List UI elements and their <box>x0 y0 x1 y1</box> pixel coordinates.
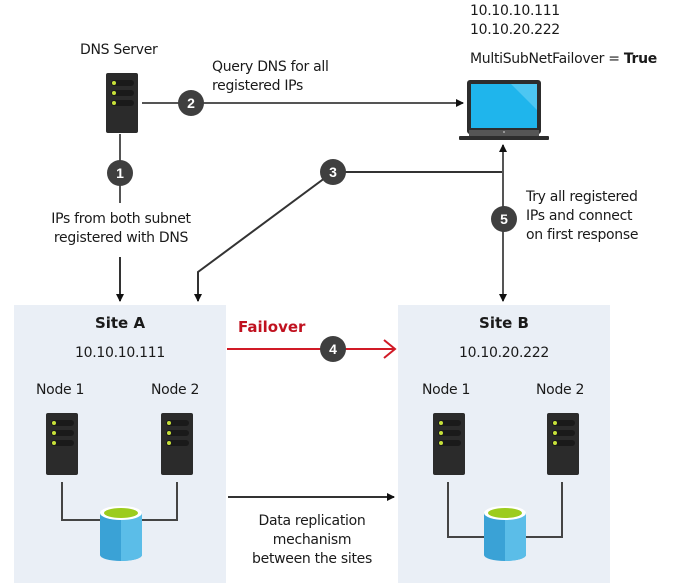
site-a-title: Site A <box>94 314 146 332</box>
step-1-text: IPs from both subnet registered with DNS <box>40 210 202 248</box>
site-a-node-2-db-link <box>142 482 178 521</box>
site-a-ip: 10.10.10.111 <box>75 345 165 361</box>
site-a-node-1-db-link <box>61 482 100 521</box>
dns-server-label: DNS Server <box>80 42 158 58</box>
svg-text:5: 5 <box>500 211 508 227</box>
site-b-database-icon <box>484 506 526 561</box>
client-ip-2: 10.10.20.222 <box>470 22 560 38</box>
step-1-text-line-1: IPs from both subnet <box>51 211 191 227</box>
laptop-icon <box>459 80 549 140</box>
client-ip-list: 10.10.10.111 10.10.20.222 <box>470 2 560 40</box>
step-5-text-line-3: on first response <box>526 227 639 243</box>
step-1-text-line-2: registered with DNS <box>53 230 189 246</box>
site-b-node-1-label: Node 1 <box>422 382 471 398</box>
site-a-database-icon <box>100 506 142 561</box>
step-2-text: Query DNS for all registered IPs <box>212 58 329 96</box>
multisubnet-setting: MultiSubNetFailover = True <box>470 50 657 69</box>
site-a-node-1-label: Node 1 <box>36 382 85 398</box>
svg-text:1: 1 <box>116 165 124 181</box>
site-a-node-2-label: Node 2 <box>151 382 200 398</box>
svg-text:3: 3 <box>329 164 337 180</box>
step-5-text-line-1: Try all registered <box>526 189 638 205</box>
site-a-node-1-server-icon <box>46 413 78 475</box>
failover-arrowhead <box>383 339 397 359</box>
site-a-node-2-server-icon <box>161 413 193 475</box>
client-ip-1: 10.10.10.111 <box>470 3 560 19</box>
site-b-node-1-server-icon <box>433 413 465 475</box>
svg-text:2: 2 <box>187 95 195 111</box>
step-badge-2: 2 <box>178 90 204 116</box>
dns-server-icon <box>106 73 138 133</box>
site-b-ip: 10.10.20.222 <box>459 345 549 361</box>
failover-label: Failover <box>238 318 306 336</box>
step-2-text-line-1: Query DNS for all <box>212 59 329 75</box>
replication-text-line-2: mechanism <box>272 532 352 548</box>
multisubnet-setting-label: MultiSubNetFailover = <box>470 51 624 67</box>
step-2-text-line-2: registered IPs <box>212 78 304 94</box>
svg-text:4: 4 <box>329 341 337 357</box>
replication-text-line-1: Data replication <box>258 513 366 529</box>
step-badge-5: 5 <box>491 206 517 232</box>
step-5-text-line-2: IPs and connect <box>526 208 633 224</box>
site-b-node-1-db-link <box>447 482 484 538</box>
site-b-title: Site B <box>479 314 529 332</box>
site-b-node-2-db-link <box>526 482 563 538</box>
replication-text-line-3: between the sites <box>252 551 372 567</box>
multisubnet-setting-value: True <box>623 51 658 67</box>
site-b-node-2-server-icon <box>547 413 579 475</box>
step-5-text: Try all registered IPs and connect on fi… <box>526 188 638 245</box>
replication-text: Data replication mechanism between the s… <box>232 512 392 569</box>
connector-step3 <box>194 171 503 302</box>
step-badge-4: 4 <box>320 336 346 362</box>
site-b-node-2-label: Node 2 <box>536 382 585 398</box>
step-badge-3: 3 <box>320 159 346 185</box>
step-badge-1: 1 <box>107 160 133 186</box>
